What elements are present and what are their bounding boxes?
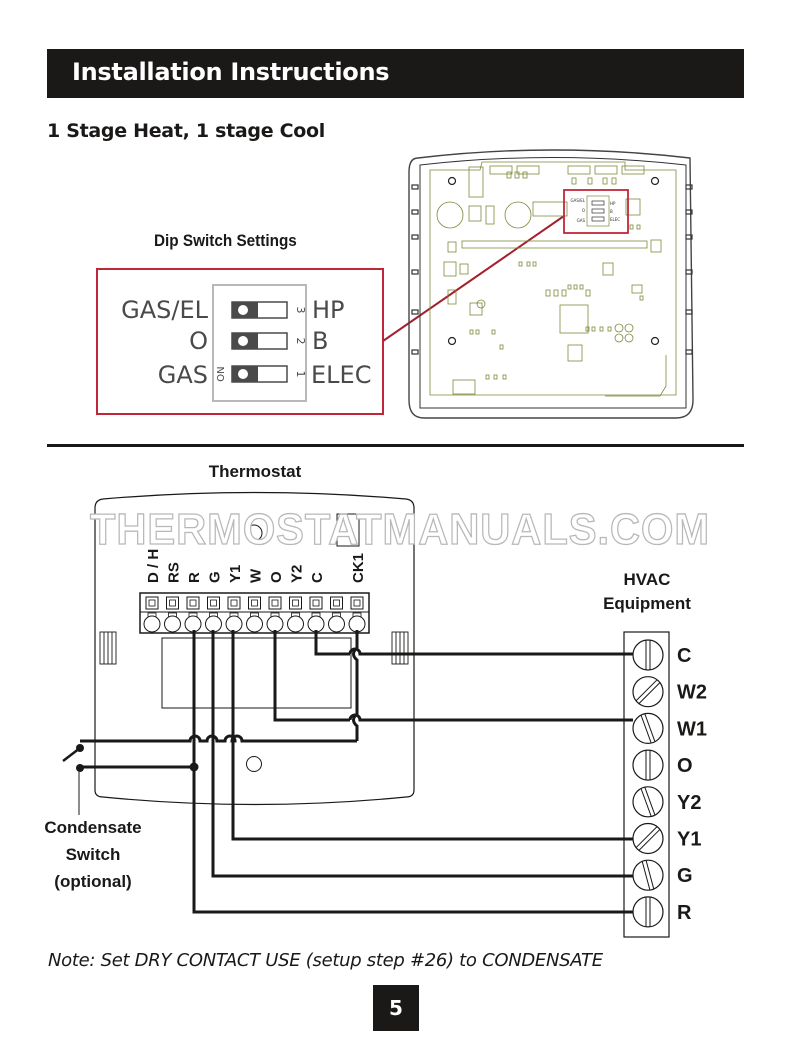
page-number: 5 bbox=[373, 985, 419, 1031]
hvac-terminal bbox=[632, 786, 664, 818]
page-title: Installation Instructions bbox=[72, 58, 390, 86]
switch-lever-icon bbox=[62, 747, 81, 762]
dip-switch-title: Dip Switch Settings bbox=[154, 231, 297, 250]
thermostat-terminal-label: G bbox=[207, 571, 224, 583]
thermostat-terminal bbox=[328, 596, 345, 633]
thermostat-terminal-label: C bbox=[309, 572, 326, 583]
thermostat-terminal bbox=[184, 596, 202, 633]
dip-label-elec: ELEC bbox=[311, 361, 371, 389]
thermostat-housing bbox=[94, 491, 415, 806]
hvac-terminal bbox=[632, 749, 664, 781]
dip-label-hp: HP bbox=[312, 296, 345, 324]
section-title: 1 Stage Heat, 1 stage Cool bbox=[47, 120, 325, 142]
callout-leader-line bbox=[382, 215, 565, 342]
board-label-elec: ELEC bbox=[610, 217, 620, 222]
wire-o-to-w1 bbox=[348, 713, 633, 722]
hvac-terminal-label: W1 bbox=[677, 718, 707, 740]
section-divider bbox=[47, 444, 744, 447]
wire-condensate-top bbox=[80, 734, 357, 743]
header-bar: Installation Instructions bbox=[47, 49, 744, 98]
hvac-terminal bbox=[632, 896, 664, 928]
wire-c-stub bbox=[314, 630, 350, 656]
thermostat-terminal bbox=[225, 596, 243, 633]
dip-switch-2[interactable] bbox=[231, 332, 288, 350]
wire-y1 bbox=[231, 630, 633, 841]
thermostat-terminal bbox=[348, 596, 366, 633]
thermostat-terminal bbox=[164, 596, 181, 633]
junction-dot bbox=[189, 762, 199, 772]
thermostat-terminal-label: R bbox=[186, 572, 203, 583]
thermostat-terminal-label: D / H bbox=[145, 549, 162, 583]
hvac-terminal-label: C bbox=[677, 645, 691, 667]
hvac-terminal-label: Y1 bbox=[677, 829, 701, 851]
thermostat-title: Thermostat bbox=[209, 462, 302, 481]
hvac-terminal-label: O bbox=[677, 755, 693, 777]
board-label-hp: HP bbox=[610, 201, 616, 206]
thermostat-terminal-label: CK1 bbox=[350, 553, 367, 583]
wire-ck1-vertical bbox=[352, 630, 359, 741]
dip-number-1: 1 bbox=[294, 371, 307, 378]
wire-c bbox=[348, 647, 633, 656]
thermostat-terminal-label: Y2 bbox=[289, 565, 306, 583]
board-label-gas-el: GAS/EL bbox=[571, 198, 586, 203]
dip-number-3: 3 bbox=[294, 307, 307, 314]
hvac-terminal bbox=[632, 712, 664, 745]
board-label-b: B bbox=[610, 209, 613, 214]
thermostat-terminal bbox=[205, 596, 222, 633]
hvac-terminal-block bbox=[623, 631, 670, 938]
hvac-terminal bbox=[632, 822, 664, 855]
dip-number-2: 2 bbox=[294, 338, 307, 345]
hvac-terminal-label: Y2 bbox=[677, 792, 701, 814]
condensate-label-3: (optional) bbox=[54, 872, 131, 891]
board-outline bbox=[429, 161, 677, 396]
dip-switch-3[interactable] bbox=[231, 301, 288, 319]
board-label-gas: GAS bbox=[577, 218, 586, 223]
hvac-terminal-label: W2 bbox=[677, 682, 707, 704]
thermostat-terminal bbox=[143, 596, 161, 633]
board-housing-outer bbox=[408, 149, 694, 419]
board-label-o: O bbox=[582, 208, 585, 213]
condensate-label-1: Condensate bbox=[44, 818, 141, 837]
condensate-label-2: Switch bbox=[66, 845, 121, 864]
hvac-terminal-label: G bbox=[677, 865, 693, 887]
dip-label-o: O bbox=[189, 327, 208, 355]
hvac-title-1: HVAC bbox=[624, 570, 671, 589]
dip-switch-panel: GAS/EL O GAS HP B ELEC 3 2 1 ON bbox=[96, 268, 384, 415]
hvac-terminal bbox=[632, 676, 664, 708]
hvac-terminal-label: R bbox=[677, 902, 692, 924]
dip-label-b: B bbox=[312, 327, 328, 355]
thermostat-terminal-block bbox=[139, 592, 370, 634]
thermostat-terminal-label: W bbox=[248, 568, 265, 583]
thermostat-terminal-label: Y1 bbox=[227, 565, 244, 583]
wires bbox=[80, 630, 633, 914]
dip-label-gas-el: GAS/EL bbox=[121, 296, 209, 324]
thermostat-terminal-label: O bbox=[268, 571, 285, 583]
dip-switch-1[interactable] bbox=[231, 365, 288, 383]
thermostat-terminal bbox=[266, 596, 284, 633]
watermark: THERMOSTATMANUALS.COM bbox=[90, 505, 710, 554]
circuit-board bbox=[408, 149, 694, 419]
hvac-terminal bbox=[632, 859, 664, 891]
wire-o-stub bbox=[273, 630, 350, 722]
hvac-title-2: Equipment bbox=[603, 594, 691, 613]
wire-r bbox=[192, 630, 633, 914]
dip-label-gas: GAS bbox=[158, 361, 208, 389]
thermostat-terminal bbox=[287, 596, 304, 633]
hvac-terminal bbox=[632, 639, 664, 671]
thermostat-terminal-label: RS bbox=[166, 562, 183, 583]
board-dip-callout: GAS/EL O GAS HP B ELEC bbox=[563, 189, 629, 234]
thermostat-terminal bbox=[246, 596, 263, 633]
setup-note: Note: Set DRY CONTACT USE (setup step #2… bbox=[48, 950, 603, 971]
switch-contact-bottom bbox=[76, 764, 84, 772]
wire-g bbox=[211, 630, 633, 878]
dip-on-label: ON bbox=[216, 366, 227, 381]
thermostat-terminal bbox=[307, 596, 325, 633]
